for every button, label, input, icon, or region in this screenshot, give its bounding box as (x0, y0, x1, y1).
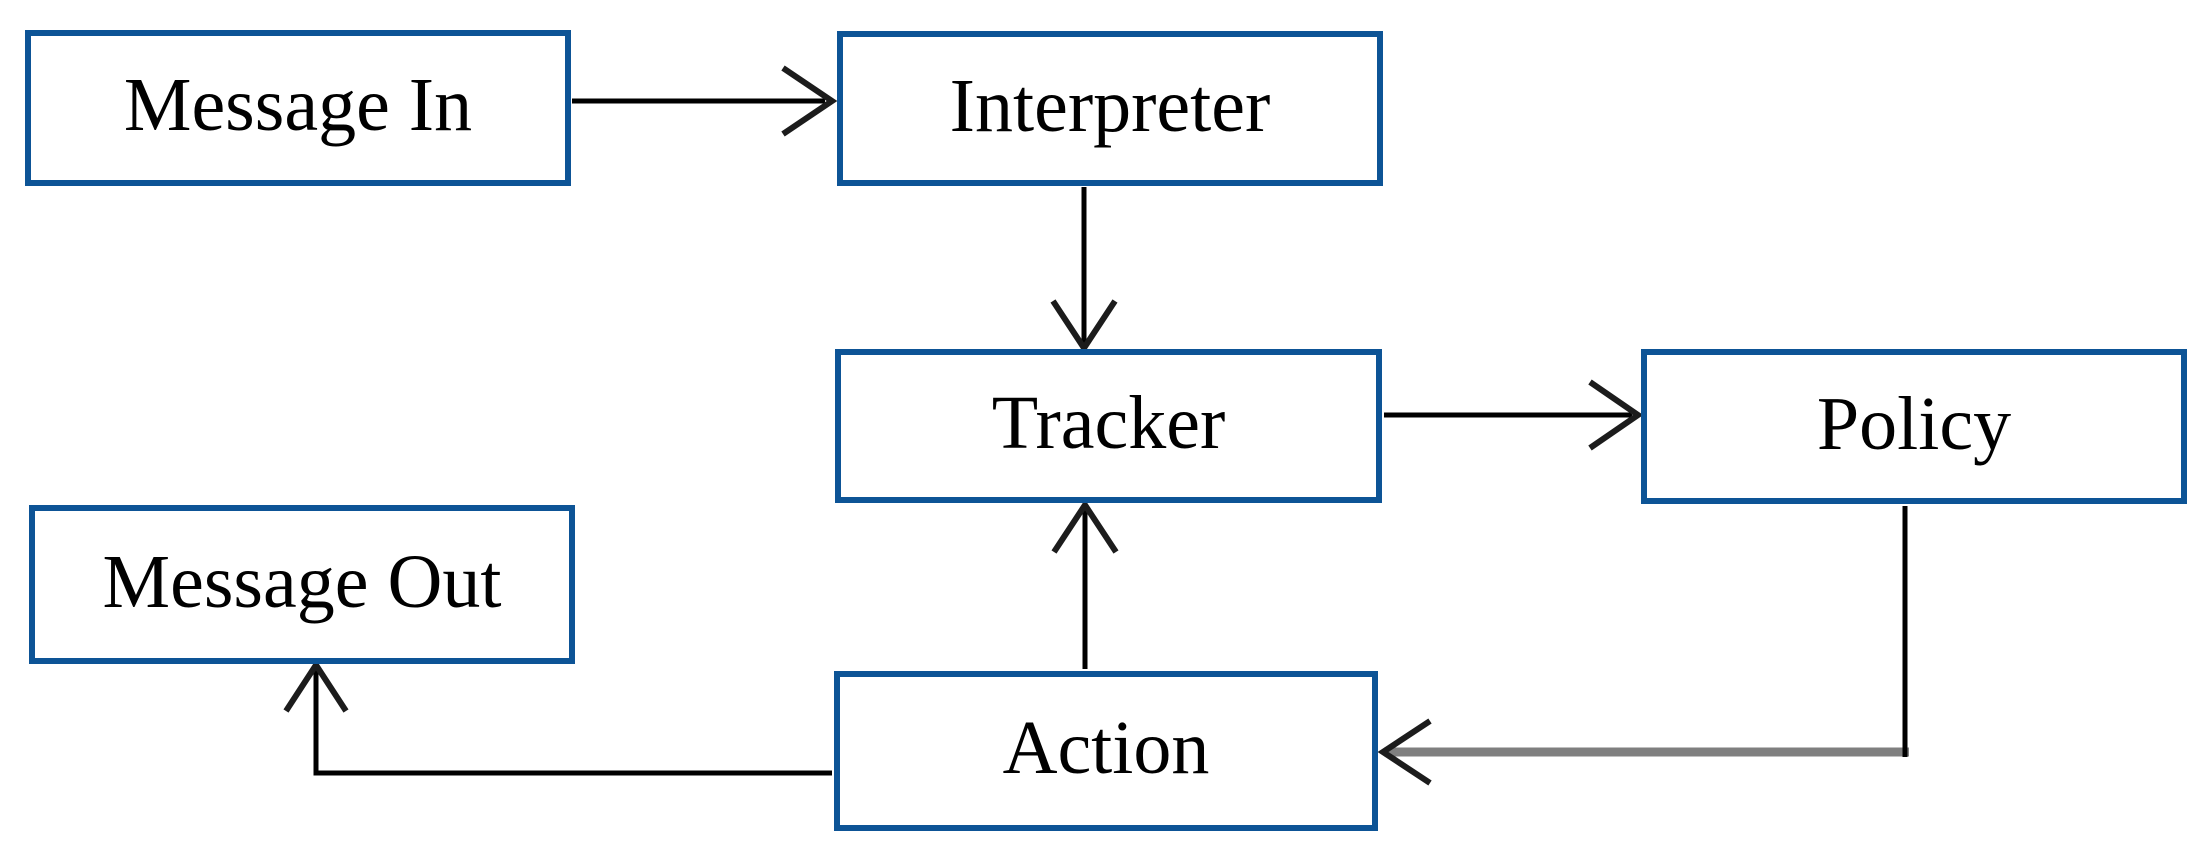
chevron-down-icon (1050, 299, 1118, 354)
arrow-policy-to-action (1377, 506, 1909, 786)
node-tracker-label: Tracker (991, 381, 1226, 465)
node-message-in: Message In (25, 30, 571, 186)
arrow-action-to-tracker (1051, 499, 1119, 669)
arrow-tracker-to-policy (1384, 379, 1644, 451)
chevron-right-icon (1588, 379, 1644, 451)
chevron-left-icon (1377, 718, 1432, 786)
chevron-up-icon (283, 659, 349, 713)
node-interpreter: Interpreter (837, 31, 1383, 186)
node-action-label: Action (1002, 706, 1210, 790)
node-action: Action (834, 671, 1378, 831)
node-policy: Policy (1641, 349, 2187, 504)
node-interpreter-label: Interpreter (949, 63, 1271, 148)
chevron-right-icon (781, 65, 838, 137)
node-message-out: Message Out (29, 505, 575, 664)
node-message-in-label: Message In (123, 63, 473, 147)
arrow-action-to-message-out (283, 659, 832, 776)
node-message-out-label: Message Out (102, 539, 502, 624)
arrow-message-in-to-interpreter (572, 65, 838, 137)
node-policy-label: Policy (1816, 381, 2012, 466)
arrow-interpreter-to-tracker (1050, 187, 1118, 354)
node-tracker: Tracker (835, 349, 1382, 503)
chevron-up-icon (1051, 499, 1119, 554)
